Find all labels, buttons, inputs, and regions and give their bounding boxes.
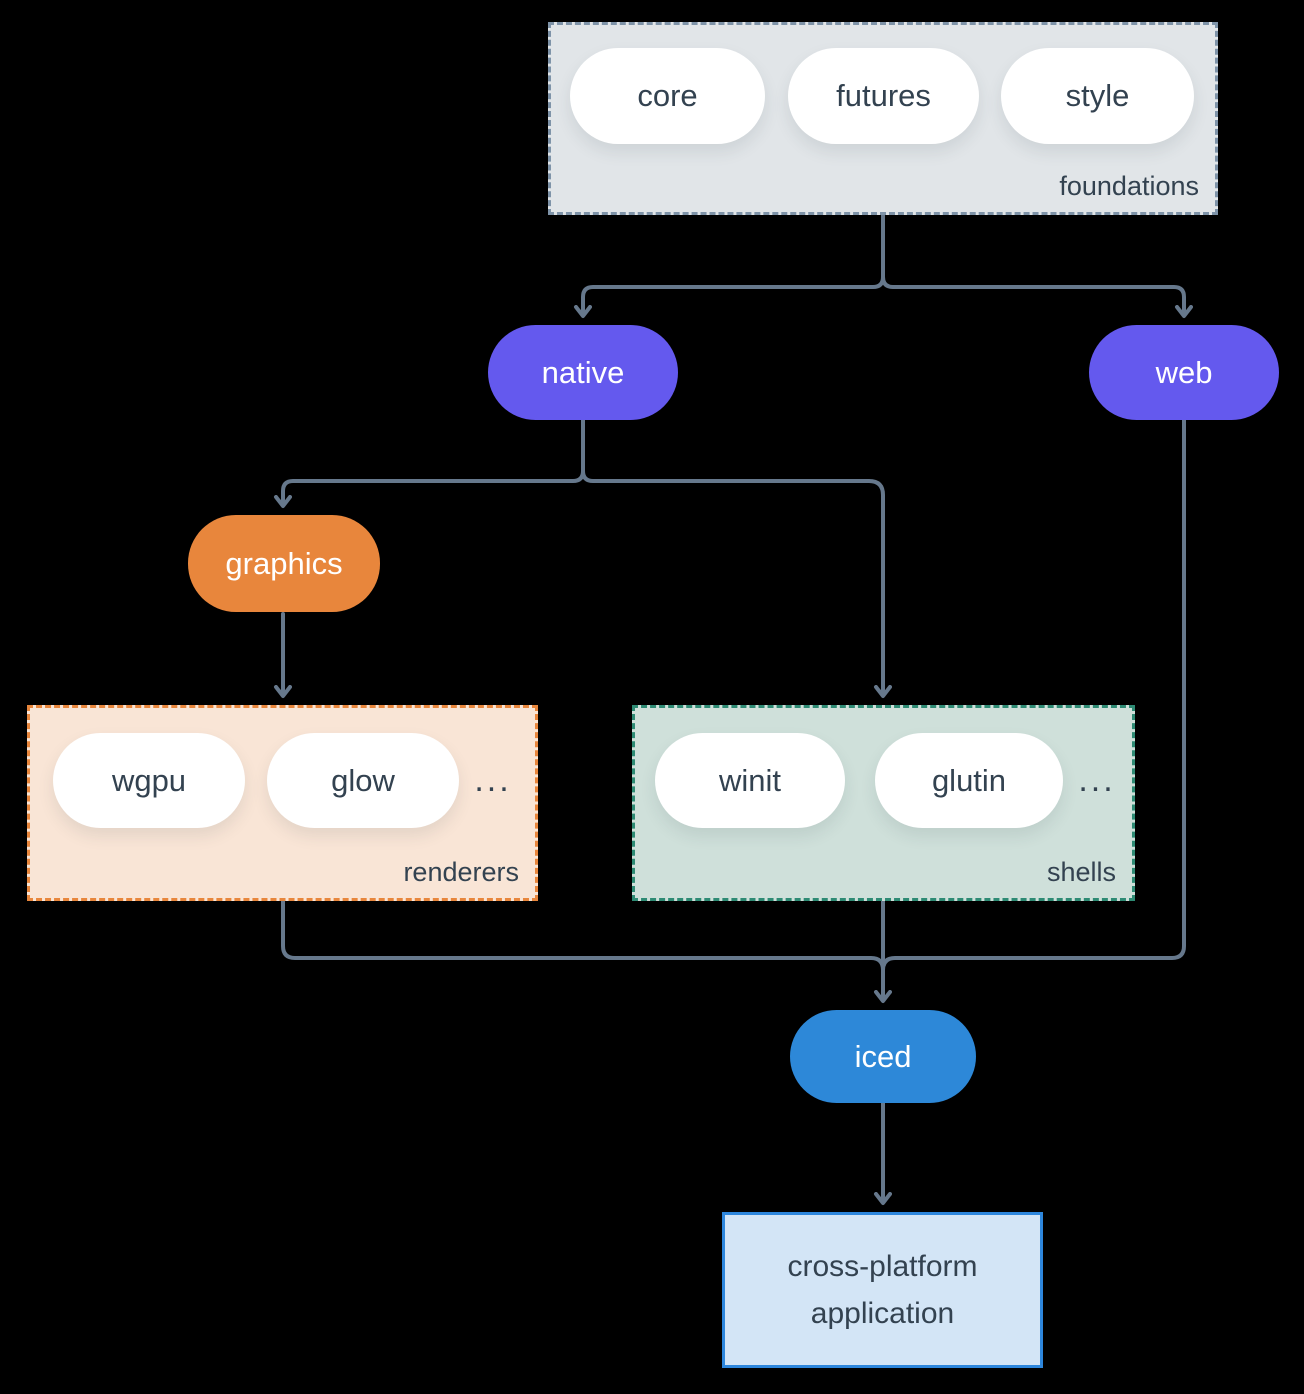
foundations-label: foundations bbox=[1059, 171, 1199, 201]
pill-glow-label: glow bbox=[331, 762, 395, 798]
pill-glow: glow bbox=[267, 733, 459, 828]
pill-winit-label: winit bbox=[718, 762, 781, 798]
pill-futures: futures bbox=[788, 48, 979, 144]
edge-renderers-iced bbox=[281, 899, 885, 974]
node-graphics-label: graphics bbox=[225, 545, 343, 581]
node-iced: iced bbox=[790, 1010, 976, 1103]
node-native: native bbox=[488, 325, 678, 420]
node-web-label: web bbox=[1155, 354, 1213, 390]
node-native-label: native bbox=[541, 354, 625, 390]
pill-core: core bbox=[570, 48, 765, 144]
edge-foundations-web bbox=[881, 213, 1193, 318]
shells-ellipsis: ... bbox=[1078, 761, 1116, 799]
pill-wgpu: wgpu bbox=[53, 733, 245, 828]
pill-glutin: glutin bbox=[875, 733, 1063, 828]
renderers-label: renderers bbox=[403, 857, 519, 887]
renderers-group: wgpu glow ... renderers bbox=[27, 705, 538, 901]
node-web: web bbox=[1089, 325, 1279, 420]
edge-foundations-native bbox=[574, 213, 885, 318]
pill-futures-label: futures bbox=[836, 78, 931, 113]
pill-glutin-label: glutin bbox=[931, 762, 1007, 798]
application-box: cross-platform application bbox=[722, 1212, 1043, 1368]
pill-style: style bbox=[1001, 48, 1194, 144]
application-label: cross-platform application bbox=[787, 1250, 978, 1330]
node-iced-label: iced bbox=[854, 1038, 912, 1074]
edge-native-graphics bbox=[274, 418, 585, 508]
node-graphics: graphics bbox=[188, 515, 380, 612]
pill-wgpu-label: wgpu bbox=[111, 762, 187, 798]
pill-winit: winit bbox=[655, 733, 845, 828]
foundations-group: core futures style foundations bbox=[548, 22, 1218, 215]
shells-label: shells bbox=[1046, 857, 1116, 887]
pill-core-label: core bbox=[637, 78, 698, 113]
pill-style-label: style bbox=[1065, 78, 1130, 113]
renderers-ellipsis: ... bbox=[474, 761, 512, 799]
shells-group: winit glutin ... shells bbox=[632, 705, 1135, 901]
edge-native-shells bbox=[581, 418, 892, 698]
